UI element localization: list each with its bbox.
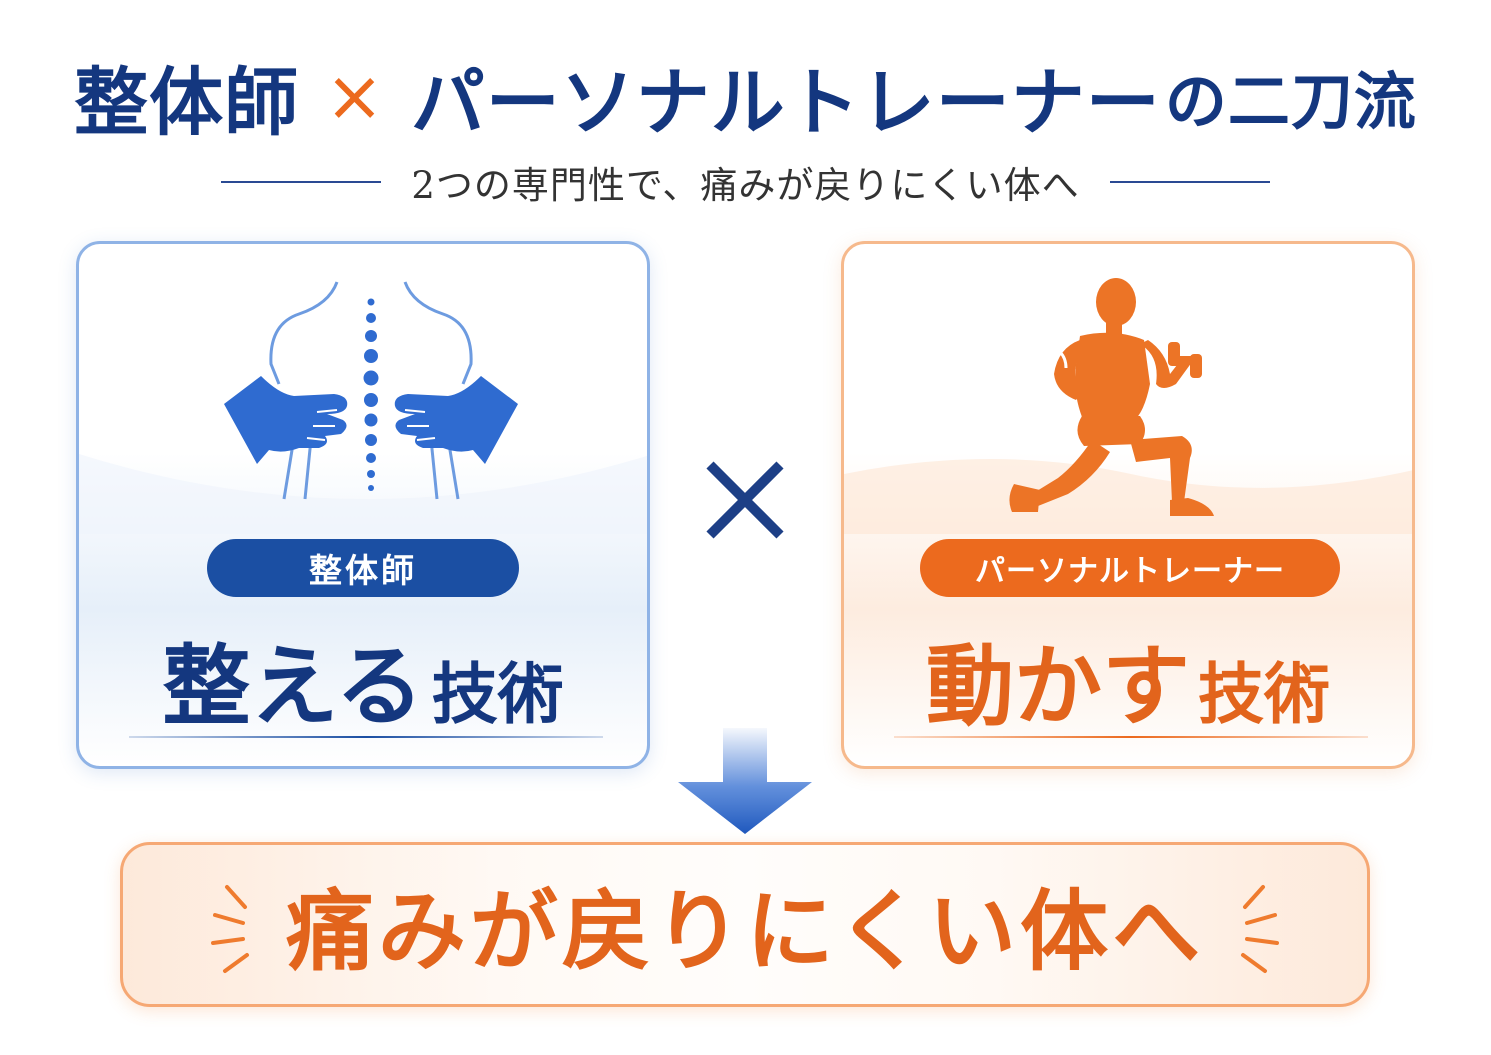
chiropractor-pill: 整体師 xyxy=(207,539,519,597)
subtitle-row: 2つの専門性で、痛みが戻りにくい体へ xyxy=(0,156,1491,208)
trainer-pill: パーソナルトレーナー xyxy=(920,539,1340,597)
chiropractor-headline-main: 整える xyxy=(162,634,424,738)
result-banner: 痛みが戻りにくい体へ xyxy=(120,842,1370,1007)
subtitle-rule-right xyxy=(1109,181,1270,183)
burst-right-icon xyxy=(1241,885,1279,973)
title-times: × xyxy=(325,55,385,137)
subtitle-rule-left xyxy=(221,181,382,183)
trainer-card: パーソナルトレーナー 動かす 技術 xyxy=(841,241,1415,769)
chiropractor-underline xyxy=(129,736,603,738)
result-message: 痛みが戻りにくい体へ xyxy=(285,879,1205,983)
chiropractor-headline-sub: 技術 xyxy=(431,655,564,733)
page-title: 整体師 × パーソナルトレーナー の二刀流 xyxy=(0,48,1491,146)
title-right: パーソナルトレーナー xyxy=(410,59,1161,146)
trainer-headline-sub: 技術 xyxy=(1198,655,1330,733)
spine-hands-icon xyxy=(79,281,647,534)
title-suffix: の二刀流 xyxy=(1164,65,1417,138)
title-left: 整体師 xyxy=(74,59,300,146)
trainer-underline xyxy=(894,736,1368,738)
trainer-headline: 動かす 技術 xyxy=(844,616,1412,738)
cross-icon xyxy=(706,461,784,539)
lunge-dumbbell-icon xyxy=(844,278,1412,534)
chiropractor-card: 整体師 整える 技術 xyxy=(76,241,650,769)
burst-left-icon xyxy=(211,885,249,973)
chiropractor-headline: 整える 技術 xyxy=(79,616,647,738)
subtitle: 2つの専門性で、痛みが戻りにくい体へ xyxy=(411,164,1080,207)
arrow-down-icon xyxy=(678,728,812,834)
trainer-headline-main: 動かす xyxy=(925,634,1190,738)
